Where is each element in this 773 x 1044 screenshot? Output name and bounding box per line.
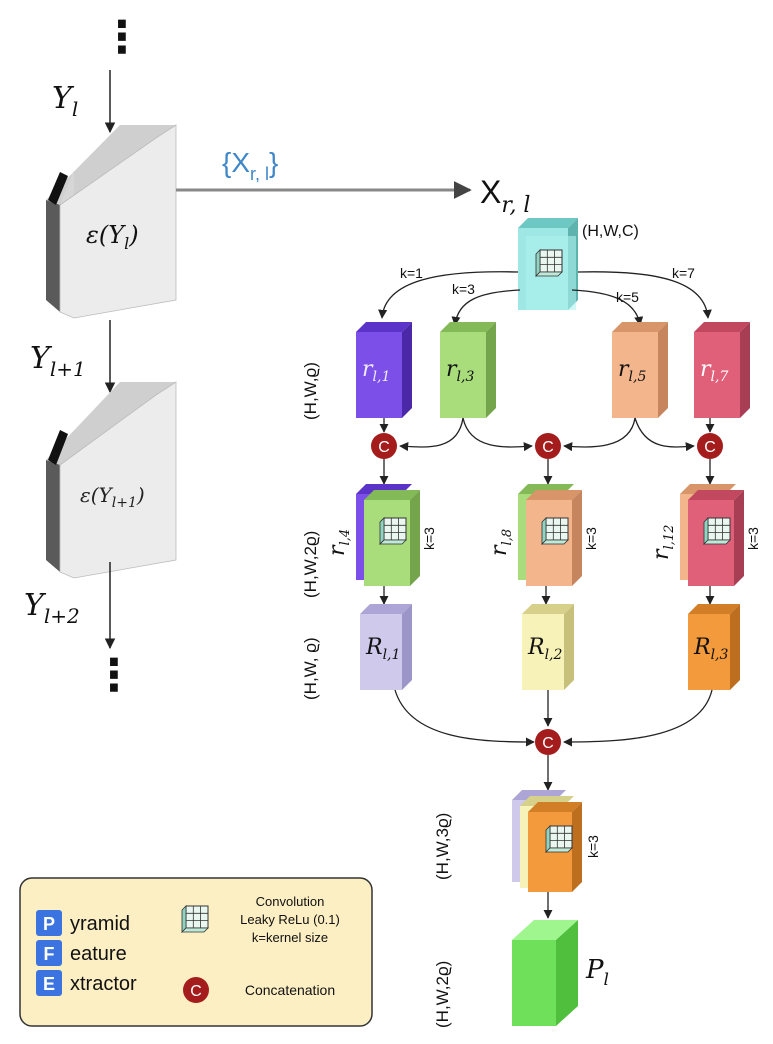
- arrow-Rl1-concat: [394, 689, 535, 747]
- block-R-l1: Rl,1: [360, 604, 412, 690]
- branch-k5: [571, 289, 644, 326]
- k5-label: k=5: [616, 289, 639, 305]
- concat-node-1: C: [371, 433, 397, 459]
- row5-dims: (H,W,2ϱ): [433, 961, 452, 1028]
- conv-icon: [535, 249, 563, 277]
- svg-text:C: C: [190, 983, 202, 1000]
- input-dims: (H,W,C): [582, 223, 639, 240]
- y-l1-label: Yl+1: [30, 341, 86, 381]
- branch-k7: [577, 271, 712, 319]
- block-R-l2: Rl,2: [522, 604, 574, 690]
- encoder-block-2: ε(Yl+1): [46, 381, 177, 579]
- bottom-ellipsis: ⋮: [92, 650, 136, 701]
- legend-letter-f: F: [44, 944, 55, 964]
- legend-word-extractor: xtractor: [70, 973, 137, 995]
- k7-label: k=7: [672, 265, 695, 281]
- x-label: Xr, l: [480, 174, 530, 218]
- r-l3-label: rl,3: [446, 357, 474, 385]
- legend-concat-icon: [183, 977, 209, 1003]
- block-r-l12: [680, 484, 744, 586]
- legend-word-pyramid: yramid: [70, 913, 130, 935]
- r-l4-label: rl,4: [325, 529, 353, 556]
- legend-letter-e: E: [43, 974, 55, 994]
- legend-conv-line1: Convolution: [256, 894, 325, 909]
- input-block: [518, 218, 578, 310]
- r-l8-kernel: k=3: [583, 527, 599, 550]
- arrow-rl5-concat2: [563, 417, 636, 452]
- svg-text:C: C: [378, 439, 390, 456]
- row4-dims: (H,W,3ϱ): [433, 813, 452, 880]
- P-l-label: Pl: [585, 955, 609, 990]
- block2-label: ε(Yl+1): [80, 483, 145, 511]
- R-l3-label: Rl,3: [693, 635, 729, 663]
- concat-node-final: C: [535, 729, 561, 755]
- block-concat-stack: [512, 790, 582, 892]
- row2-dims: (H,W,2ϱ): [301, 531, 320, 598]
- final-kernel: k=3: [585, 835, 601, 858]
- row3-dims: (H,W, ϱ): [301, 637, 320, 700]
- y-l2-label: Yl+2: [24, 588, 80, 628]
- block1-label: ε(Yl): [86, 221, 139, 253]
- k1-label: k=1: [400, 265, 423, 281]
- block-r-l3: rl,3: [440, 322, 496, 418]
- legend-letter-p-box: [36, 910, 62, 936]
- row1-dims: (H,W,ϱ): [301, 362, 320, 420]
- legend-letter-f-box: [36, 940, 62, 966]
- set-label: {Xr, l}: [222, 147, 278, 184]
- branch-k1: [378, 271, 519, 319]
- svg-text:C: C: [704, 439, 716, 456]
- legend-conv-icon: [181, 905, 209, 933]
- r-l8-label: rl,8: [487, 529, 515, 556]
- svg-text:C: C: [542, 735, 554, 752]
- arrow-rl3-concat1: [399, 417, 464, 452]
- svg-text:C: C: [542, 439, 554, 456]
- legend-conv-line3: k=kernel size: [252, 930, 328, 945]
- top-ellipsis: ⋮: [100, 12, 144, 63]
- arrow-rl5-concat3: [634, 417, 695, 452]
- r-l5-label: rl,5: [618, 357, 646, 385]
- output-block-P-l: [512, 920, 578, 1026]
- block-r-l1: rl,1: [356, 322, 412, 418]
- legend-letter-p: P: [43, 914, 55, 934]
- concat-node-2: C: [535, 433, 561, 459]
- block-R-l3: Rl,3: [688, 604, 740, 690]
- concat-node-3: C: [697, 433, 723, 459]
- r-l7-label: rl,7: [700, 357, 728, 385]
- R-l2-label: Rl,2: [527, 635, 563, 663]
- arrow-rl3-concat2: [462, 417, 533, 452]
- legend-box: P F E yramid eature xtractor Convolution…: [19, 877, 373, 1027]
- block-r-l8: [518, 484, 582, 586]
- arrow-Rl3-concat: [563, 689, 713, 747]
- y-l-label: Yl: [52, 81, 78, 121]
- legend-letter-e-box: [36, 970, 62, 996]
- legend-word-feature: eature: [70, 943, 127, 965]
- k3-label: k=3: [452, 281, 475, 297]
- r-l12-kernel: k=3: [745, 527, 761, 550]
- block-r-l4: [356, 484, 420, 586]
- r-l4-kernel: k=3: [421, 527, 437, 550]
- block-r-l7: rl,7: [694, 322, 750, 418]
- r-l1-label: rl,1: [362, 357, 390, 385]
- legend-concat-label: Concatenation: [245, 982, 335, 998]
- block-r-l5: rl,5: [612, 322, 668, 418]
- R-l1-label: Rl,1: [365, 635, 400, 663]
- legend-conv-line2: Leaky ReLu (0.1): [240, 912, 340, 927]
- encoder-block-1: ε(Yl): [46, 124, 177, 319]
- branch-k3: [451, 289, 521, 326]
- r-l12-label: rl,12: [649, 525, 677, 560]
